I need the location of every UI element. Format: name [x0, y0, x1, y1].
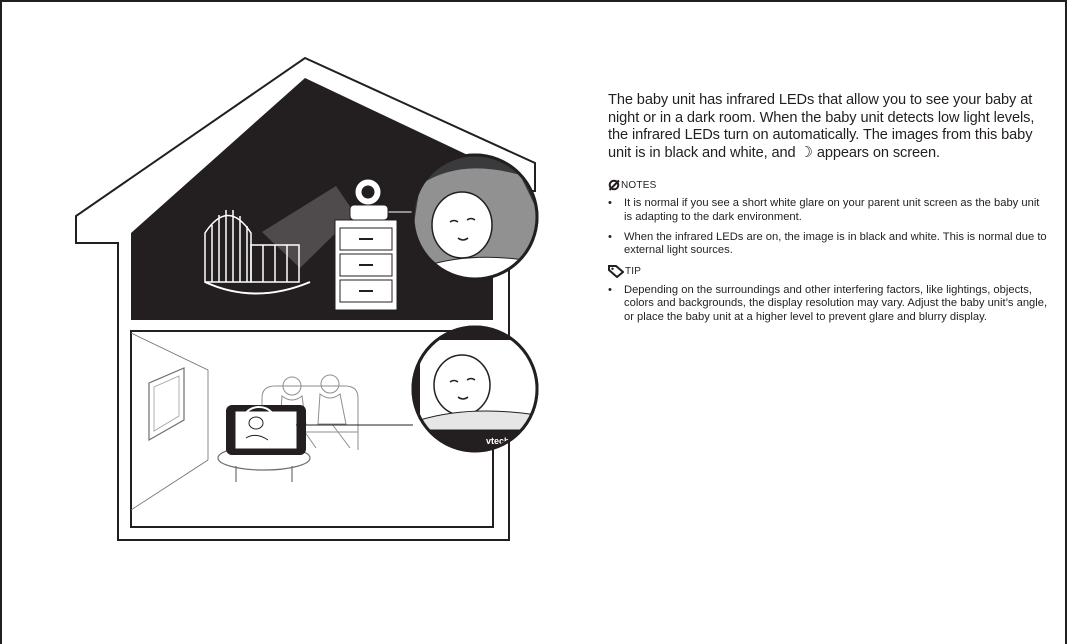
- notes-list: It is normal if you see a short white gl…: [608, 197, 1050, 257]
- tag-icon: [608, 265, 624, 278]
- notes-item: It is normal if you see a short white gl…: [608, 197, 1050, 224]
- intro-text-end: appears on screen.: [817, 145, 940, 161]
- dresser: [335, 220, 397, 310]
- zoom-circle-night-view: [413, 155, 537, 279]
- intro-paragraph: The baby unit has infrared LEDs that all…: [608, 92, 1050, 162]
- notes-item: When the infrared LEDs are on, the image…: [608, 231, 1050, 258]
- pen-icon: [608, 179, 620, 191]
- house-illustration: vtech: [0, 0, 600, 560]
- parent-unit-device: [226, 405, 306, 455]
- moon-icon: ☽: [800, 145, 813, 160]
- notes-title: NOTES: [621, 180, 656, 191]
- zoom-circle-parent-screen: vtech: [413, 327, 537, 451]
- notes-heading: NOTES: [608, 177, 1050, 193]
- tip-title: TIP: [625, 266, 641, 277]
- tip-item: Depending on the surroundings and other …: [608, 284, 1050, 325]
- tip-list: Depending on the surroundings and other …: [608, 284, 1050, 325]
- content-column: The baby unit has infrared LEDs that all…: [608, 92, 1050, 331]
- tip-heading: TIP: [608, 264, 1050, 280]
